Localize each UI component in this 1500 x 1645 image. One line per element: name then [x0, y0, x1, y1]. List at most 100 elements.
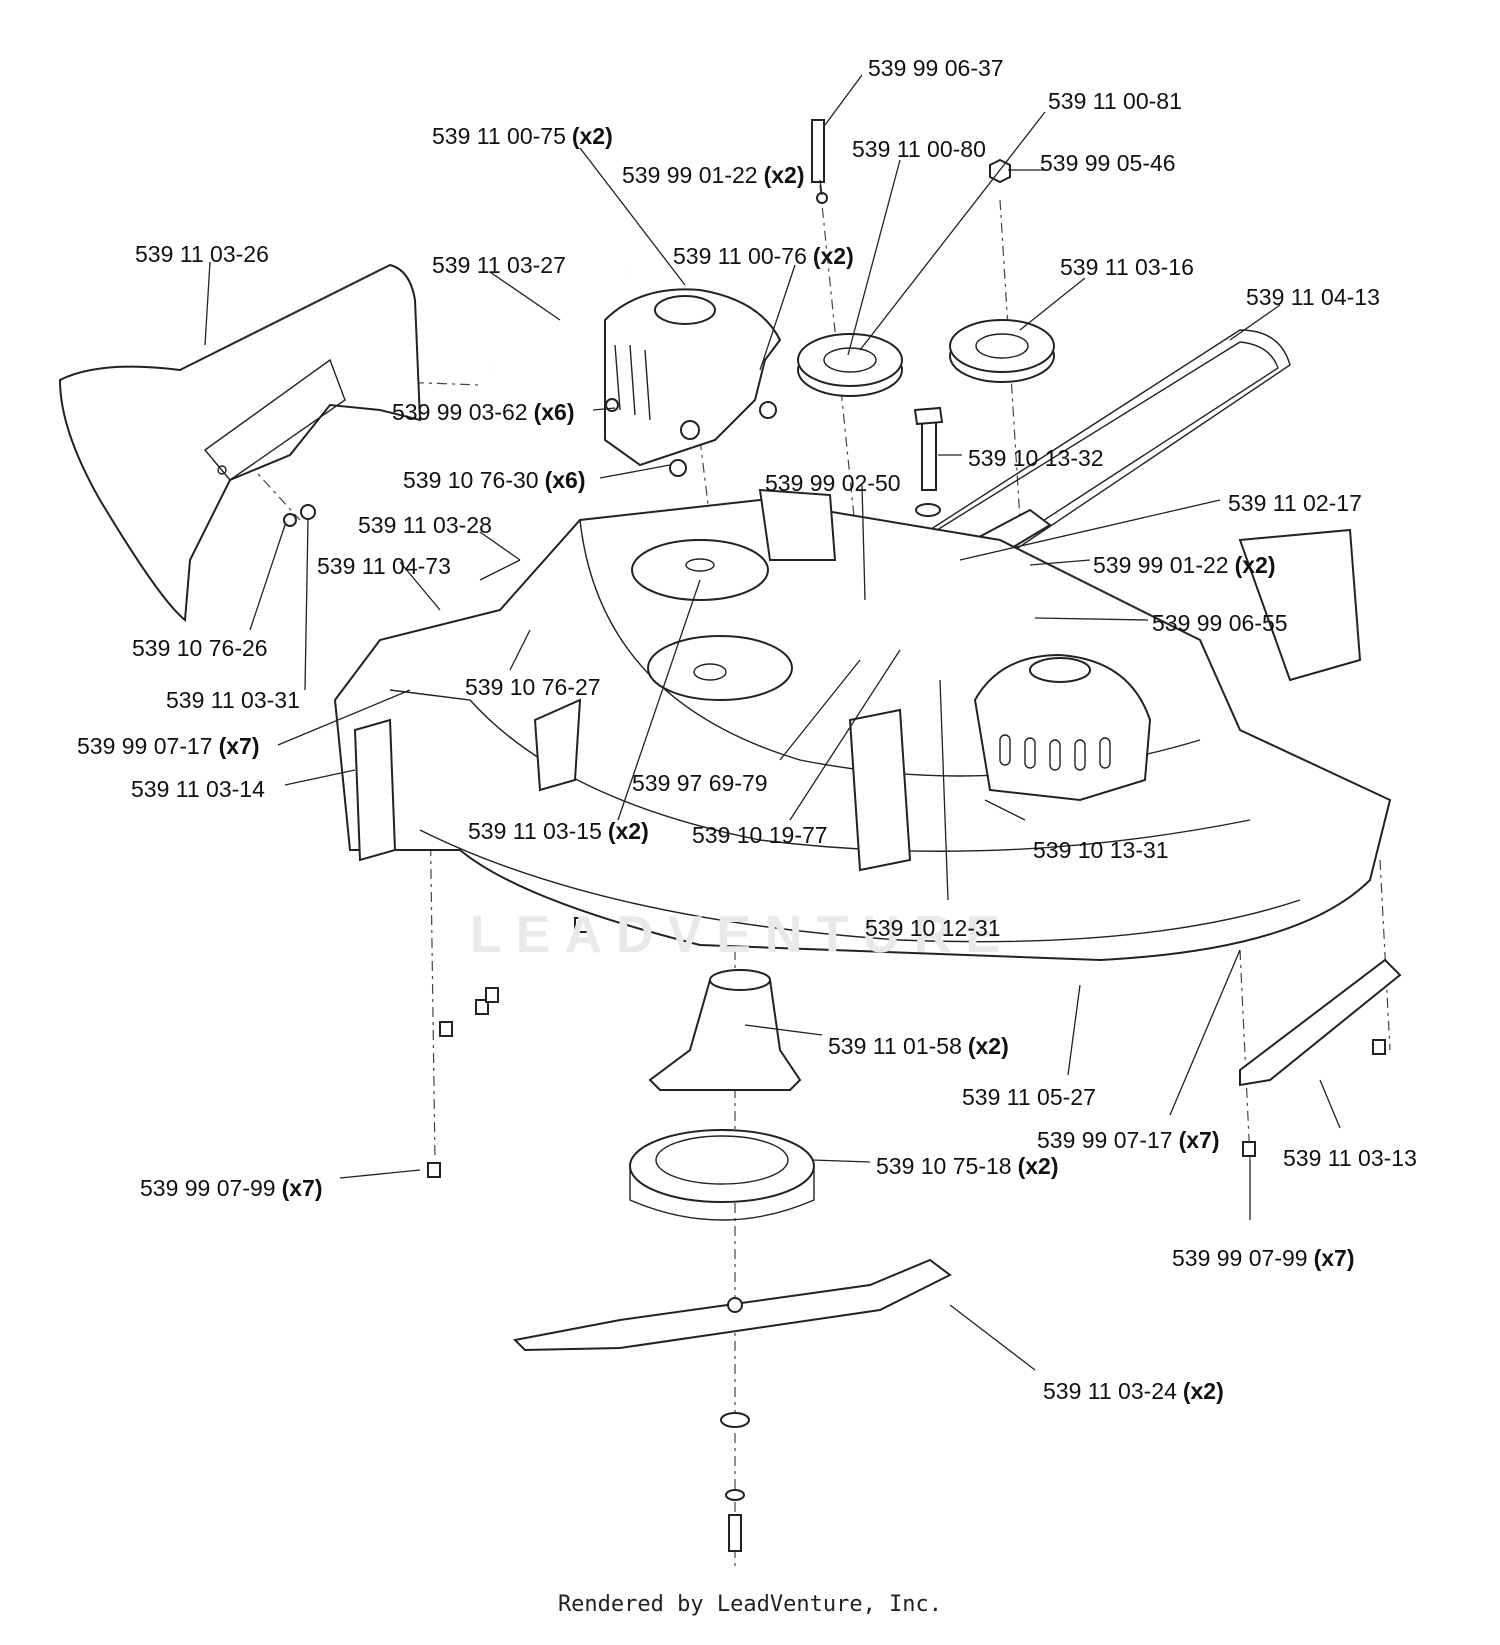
part-number: 539 11 03-31 — [166, 687, 300, 713]
callout-539-11-03-28: 539 11 03-28 — [358, 512, 498, 538]
part-number: 539 11 03-24 — [1043, 1378, 1177, 1404]
part-number: 539 10 75-18 — [876, 1153, 1012, 1179]
leader-lines — [204, 74, 1341, 1371]
callout-539-10-76-27: 539 10 76-27 — [465, 674, 607, 700]
part-number: 539 99 06-55 — [1152, 610, 1288, 636]
callout-539-99-01-22-right: 539 99 01-22(x2) — [1093, 552, 1275, 578]
callout-539-11-03-31: 539 11 03-31 — [166, 687, 306, 713]
part-number: 539 11 03-15 — [468, 818, 602, 844]
spindle-assembly — [629, 969, 815, 1221]
callout-539-11-04-13: 539 11 04-13 — [1246, 284, 1386, 310]
callout-539-11-03-16: 539 11 03-16 — [1060, 254, 1200, 280]
callout-539-10-12-31: 539 10 12-31 — [865, 915, 1007, 941]
quantity: (x2) — [967, 1033, 1009, 1059]
callout-539-10-76-30: 539 10 76-30(x6) — [403, 467, 585, 493]
quantity: (x2) — [607, 818, 649, 844]
idler-pulleys — [797, 119, 1055, 397]
quantity: (x7) — [218, 733, 260, 759]
watermark: LEADVENTURE — [470, 906, 1015, 964]
part-number: 539 11 04-13 — [1246, 284, 1380, 310]
part-number: 539 10 13-31 — [1033, 837, 1169, 863]
callout-539-11-03-15: 539 11 03-15(x2) — [468, 818, 649, 844]
callout-539-99-05-46: 539 99 05-46 — [1040, 150, 1182, 176]
callout-539-11-03-27: 539 11 03-27 — [432, 252, 572, 278]
quantity: (x6) — [544, 467, 586, 493]
part-number: 539 99 01-22 — [1093, 552, 1229, 578]
callout-539-11-03-14: 539 11 03-14 — [131, 776, 271, 802]
quantity: (x2) — [1182, 1378, 1224, 1404]
part-number: 539 11 00-76 — [673, 243, 807, 269]
callout-539-99-03-62: 539 99 03-62(x6) — [392, 399, 574, 425]
callout-539-11-00-75: 539 11 00-75(x2) — [432, 123, 613, 149]
callout-539-99-06-37: 539 99 06-37 — [868, 55, 1010, 81]
part-number: 539 10 76-26 — [132, 635, 268, 661]
part-number: 539 11 03-16 — [1060, 254, 1194, 280]
part-number: 539 11 03-27 — [432, 252, 566, 278]
fasteners — [427, 917, 1386, 1178]
part-number: 539 11 03-26 — [135, 241, 269, 267]
belt-cover-right — [973, 653, 1152, 802]
callout-539-10-13-31: 539 10 13-31 — [1033, 837, 1175, 863]
belt-cover-left — [604, 288, 782, 477]
part-number: 539 99 06-37 — [868, 55, 1004, 81]
quantity: (x7) — [1178, 1127, 1220, 1153]
part-number: 539 99 07-17 — [1037, 1127, 1173, 1153]
part-number: 539 11 03-14 — [131, 776, 265, 802]
part-number: 539 11 03-28 — [358, 512, 492, 538]
footer-credit: Rendered by LeadVenture, Inc. — [557, 1592, 943, 1617]
part-number: 539 97 69-79 — [632, 770, 768, 796]
callout-539-11-00-76: 539 11 00-76(x2) — [673, 243, 854, 269]
quantity: (x2) — [571, 123, 613, 149]
part-number: 539 99 03-62 — [392, 399, 528, 425]
quantity: (x2) — [763, 162, 805, 188]
callout-539-11-00-80: 539 11 00-80 — [852, 136, 992, 162]
part-number: 539 10 76-27 — [465, 674, 601, 700]
quantity: (x6) — [533, 399, 575, 425]
hinge-rod — [494, 270, 629, 370]
part-number: 539 99 07-99 — [1172, 1245, 1308, 1271]
part-number: 539 11 01-58 — [828, 1033, 962, 1059]
chute-deflector — [58, 263, 422, 622]
part-number: 539 99 01-22 — [622, 162, 758, 188]
quantity: (x2) — [1017, 1153, 1059, 1179]
part-number: 539 11 00-81 — [1048, 88, 1182, 114]
quantity: (x2) — [1234, 552, 1276, 578]
part-number: 539 11 02-17 — [1228, 490, 1362, 516]
callout-539-11-02-17: 539 11 02-17 — [1228, 490, 1368, 516]
part-number: 539 10 12-31 — [865, 915, 1001, 941]
callout-539-11-05-27: 539 11 05-27 — [962, 1084, 1102, 1110]
callout-539-11-03-13: 539 11 03-13 — [1283, 1145, 1423, 1171]
part-number: 539 11 05-27 — [962, 1084, 1096, 1110]
callout-539-11-00-81: 539 11 00-81 — [1048, 88, 1188, 114]
callout-539-99-07-17-right: 539 99 07-17(x7) — [1037, 1127, 1219, 1153]
callout-539-97-69-79: 539 97 69-79 — [632, 770, 774, 796]
part-number: 539 99 02-50 — [765, 470, 901, 496]
part-number: 539 10 19-77 — [692, 822, 828, 848]
callout-539-10-75-18: 539 10 75-18(x2) — [876, 1153, 1058, 1179]
callout-539-10-19-77: 539 10 19-77 — [692, 822, 834, 848]
callout-539-99-07-17-left: 539 99 07-17(x7) — [77, 733, 259, 759]
callout-539-99-01-22-top: 539 99 01-22(x2) — [622, 162, 804, 188]
quantity: (x7) — [281, 1175, 323, 1201]
part-number: 539 10 13-32 — [968, 445, 1104, 471]
part-number: 539 11 00-80 — [852, 136, 986, 162]
part-number: 539 99 07-99 — [140, 1175, 276, 1201]
callout-539-99-07-99-right: 539 99 07-99(x7) — [1172, 1245, 1354, 1271]
callout-539-99-06-55: 539 99 06-55 — [1152, 610, 1294, 636]
callout-539-11-04-73: 539 11 04-73 — [317, 553, 457, 579]
part-number: 539 11 00-75 — [432, 123, 566, 149]
part-number: 539 99 05-46 — [1040, 150, 1176, 176]
callout-539-11-03-24: 539 11 03-24(x2) — [1043, 1378, 1224, 1404]
quantity: (x7) — [1313, 1245, 1355, 1271]
mower-blade — [512, 1258, 952, 1552]
callout-539-11-03-26: 539 11 03-26 — [135, 241, 275, 267]
callout-539-99-02-50: 539 99 02-50 — [765, 470, 907, 496]
quantity: (x2) — [812, 243, 854, 269]
part-number: 539 99 07-17 — [77, 733, 213, 759]
part-number: 539 11 03-13 — [1283, 1145, 1417, 1171]
part-number: 539 10 76-30 — [403, 467, 539, 493]
side-bracket — [1239, 958, 1402, 1087]
callout-539-10-13-32: 539 10 13-32 — [968, 445, 1110, 471]
